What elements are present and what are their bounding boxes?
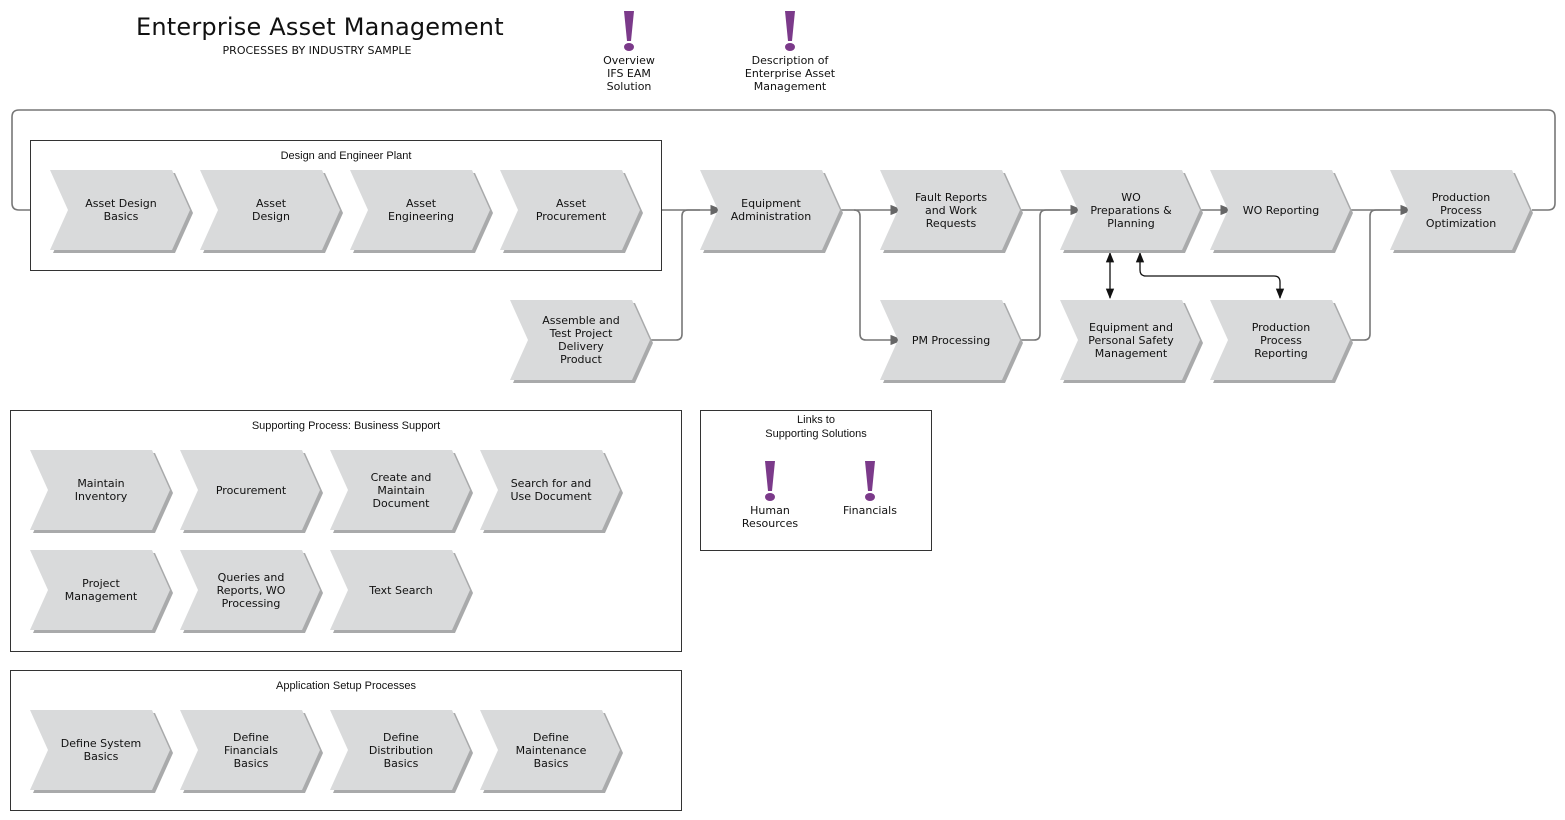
process-text-search[interactable]: Text Search bbox=[330, 550, 473, 633]
bidirectional-connector bbox=[1135, 251, 1285, 300]
process-label: Asset Procurement bbox=[535, 197, 607, 223]
process-pm-processing[interactable]: PM Processing bbox=[880, 300, 1023, 383]
chevron-shape bbox=[480, 450, 623, 533]
process-label: Create and Maintain Document bbox=[370, 470, 432, 510]
process-label: Asset Design Basics bbox=[85, 197, 157, 223]
page-title: Enterprise Asset Management bbox=[136, 13, 504, 41]
chevron-shape bbox=[1390, 170, 1533, 253]
process-label: Equipment and Personal Safety Management bbox=[1088, 320, 1174, 360]
chevron-shape bbox=[1210, 170, 1353, 253]
chevron-shape bbox=[180, 710, 323, 793]
exclamation-icon bbox=[865, 461, 875, 501]
process-equipment-administration[interactable]: Equipment Administration bbox=[700, 170, 843, 253]
process-label: Maintain Inventory bbox=[74, 477, 128, 503]
exclamation-icon bbox=[624, 11, 634, 51]
chevron-shape bbox=[510, 300, 653, 383]
process-maintain-inventory[interactable]: Maintain Inventory bbox=[30, 450, 173, 533]
chevron-shape bbox=[180, 550, 323, 633]
financials-link[interactable]: Financials bbox=[820, 460, 920, 517]
group-title: Supporting Process: Business Support bbox=[251, 420, 441, 432]
chevron-shape bbox=[200, 170, 343, 253]
exclamation-icon bbox=[785, 11, 795, 51]
connector bbox=[853, 209, 904, 346]
supporting-solutions-group: Links to Supporting Solutions bbox=[700, 410, 932, 551]
process-label: Asset Design bbox=[252, 197, 290, 223]
process-production-reporting[interactable]: Production Process Reporting bbox=[1210, 300, 1353, 383]
chevron-shape bbox=[330, 550, 473, 633]
chevron-shape bbox=[350, 170, 493, 253]
description-link[interactable]: Description of Enterprise Asset Manageme… bbox=[740, 10, 840, 93]
chevron-shape bbox=[1210, 300, 1353, 383]
process-define-system-basics[interactable]: Define System Basics bbox=[30, 710, 173, 793]
chevron-shape bbox=[700, 170, 843, 253]
financials-label: Financials bbox=[843, 504, 897, 517]
process-label: Procurement bbox=[215, 483, 287, 497]
process-label: Define Maintenance Basics bbox=[515, 730, 587, 770]
loop-connector bbox=[11, 109, 1556, 216]
group-title: Design and Engineer Plant bbox=[280, 150, 412, 162]
process-create-document[interactable]: Create and Maintain Document bbox=[330, 450, 473, 533]
exclamation-icon bbox=[765, 461, 775, 501]
process-label: Production Process Optimization bbox=[1425, 190, 1497, 230]
process-production-optimization[interactable]: Production Process Optimization bbox=[1390, 170, 1533, 253]
chevron-shape bbox=[30, 550, 173, 633]
process-label: Text Search bbox=[369, 583, 433, 597]
group-title: Links to Supporting Solutions bbox=[765, 414, 867, 440]
chevron-shape bbox=[30, 710, 173, 793]
chevron-shape bbox=[1060, 170, 1203, 253]
process-project-management[interactable]: Project Management bbox=[30, 550, 173, 633]
connector bbox=[1020, 209, 1060, 341]
connector bbox=[1350, 209, 1390, 341]
process-label: Queries and Reports, WO Processing bbox=[216, 570, 286, 610]
overview-link-label: Overview IFS EAM Solution bbox=[603, 54, 655, 93]
process-label: Project Management bbox=[64, 577, 138, 603]
chevron-shape bbox=[880, 300, 1023, 383]
process-assemble-test[interactable]: Assemble and Test Project Delivery Produ… bbox=[510, 300, 653, 383]
process-label: WO Reporting bbox=[1242, 203, 1320, 217]
process-wo-preparations[interactable]: WO Preparations & Planning bbox=[1060, 170, 1203, 253]
process-equipment-safety[interactable]: Equipment and Personal Safety Management bbox=[1060, 300, 1203, 383]
process-define-financials-basics[interactable]: Define Financials Basics bbox=[180, 710, 323, 793]
process-label: WO Preparations & Planning bbox=[1090, 190, 1172, 230]
chevron-shape bbox=[480, 710, 623, 793]
human-resources-label: Human Resources bbox=[741, 504, 799, 530]
process-label: Equipment Administration bbox=[730, 197, 812, 223]
chevron-shape bbox=[1060, 300, 1203, 383]
description-link-label: Description of Enterprise Asset Manageme… bbox=[744, 54, 836, 93]
process-label: PM Processing bbox=[911, 333, 991, 347]
process-label: Search for and Use Document bbox=[510, 477, 592, 503]
process-queries-reports[interactable]: Queries and Reports, WO Processing bbox=[180, 550, 323, 633]
process-search-document[interactable]: Search for and Use Document bbox=[480, 450, 623, 533]
process-asset-design[interactable]: Asset Design bbox=[200, 170, 343, 253]
chevron-shape bbox=[180, 450, 323, 533]
overview-link[interactable]: Overview IFS EAM Solution bbox=[579, 10, 679, 93]
process-label: Asset Engineering bbox=[388, 197, 454, 223]
process-fault-reports[interactable]: Fault Reports and Work Requests bbox=[880, 170, 1023, 253]
human-resources-link[interactable]: Human Resources bbox=[720, 460, 820, 530]
process-label: Fault Reports and Work Requests bbox=[914, 190, 988, 230]
group-title: Application Setup Processes bbox=[275, 680, 417, 692]
process-label: Assemble and Test Project Delivery Produ… bbox=[542, 314, 620, 366]
process-asset-engineering[interactable]: Asset Engineering bbox=[350, 170, 493, 253]
chevron-shape bbox=[330, 450, 473, 533]
process-label: Define Distribution Basics bbox=[368, 730, 434, 770]
page-subtitle: PROCESSES BY INDUSTRY SAMPLE bbox=[222, 44, 412, 57]
process-define-maintenance-basics[interactable]: Define Maintenance Basics bbox=[480, 710, 623, 793]
process-label: Define Financials Basics bbox=[224, 730, 278, 770]
process-asset-procurement[interactable]: Asset Procurement bbox=[500, 170, 643, 253]
chevron-shape bbox=[500, 170, 643, 253]
process-define-distribution-basics[interactable]: Define Distribution Basics bbox=[330, 710, 473, 793]
chevron-shape bbox=[330, 710, 473, 793]
chevron-shape bbox=[50, 170, 193, 253]
chevron-shape bbox=[880, 170, 1023, 253]
process-label: Production Process Reporting bbox=[1251, 320, 1311, 360]
process-asset-design-basics[interactable]: Asset Design Basics bbox=[50, 170, 193, 253]
process-wo-reporting[interactable]: WO Reporting bbox=[1210, 170, 1353, 253]
connector bbox=[650, 209, 700, 341]
process-procurement[interactable]: Procurement bbox=[180, 450, 323, 533]
process-label: Define System Basics bbox=[60, 737, 142, 763]
chevron-shape bbox=[30, 450, 173, 533]
